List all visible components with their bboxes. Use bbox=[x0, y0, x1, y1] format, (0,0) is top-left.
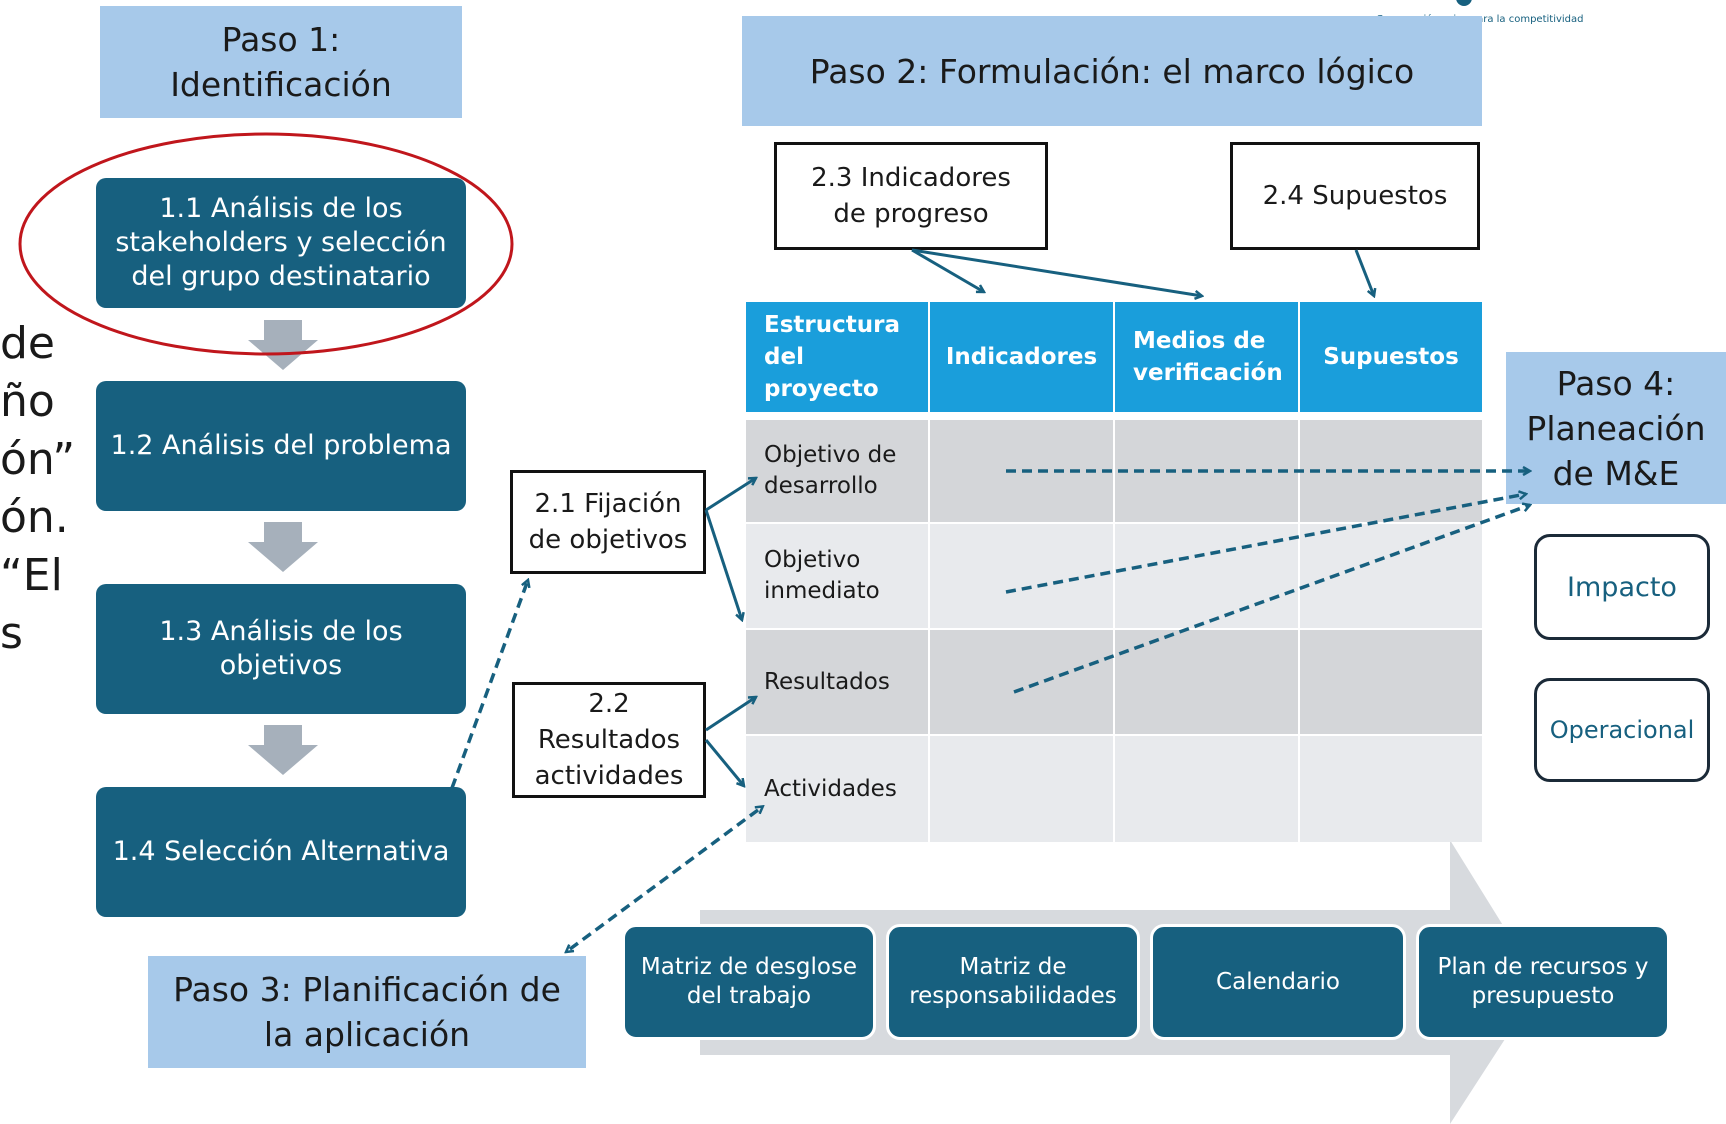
step1-item-objectives: 1.3 Análisis de los objetivos bbox=[96, 584, 466, 714]
matrix-cell bbox=[930, 524, 1113, 628]
matrix-cell bbox=[1300, 524, 1482, 628]
left-fragment: s bbox=[0, 608, 23, 659]
step1-item-alternative: 1.4 Selección Alternativa bbox=[96, 787, 466, 917]
matrix-cell bbox=[1115, 420, 1298, 522]
left-fragment: ón” bbox=[0, 434, 76, 485]
matrix-row-development: Objetivo de desarrollo bbox=[746, 420, 928, 522]
left-fragment: “El bbox=[0, 550, 63, 601]
matrix-row-activities: Actividades bbox=[746, 736, 928, 842]
objectives-setting-box: 2.1 Fijación de objetivos bbox=[510, 470, 706, 574]
matrix-row-immediate: Objetivo inmediato bbox=[746, 524, 928, 628]
calendar-box: Calendario bbox=[1150, 924, 1406, 1040]
resources-budget-box: Plan de recursos y presupuesto bbox=[1416, 924, 1670, 1040]
step1-title: Paso 1: Identificación bbox=[100, 6, 462, 118]
matrix-header-verification: Medios de verificación bbox=[1115, 302, 1298, 412]
step2-title: Paso 2: Formulación: el marco lógico bbox=[742, 16, 1482, 126]
step1-item-stakeholders: 1.1 Análisis de los stakeholders y selec… bbox=[96, 178, 466, 308]
left-fragment: ño bbox=[0, 376, 55, 427]
me-operational-box: Operacional bbox=[1534, 678, 1710, 782]
matrix-cell bbox=[930, 420, 1113, 522]
step4-title: Paso 4: Planeación de M&E bbox=[1506, 352, 1726, 504]
responsibilities-box: Matriz de responsabilidades bbox=[886, 924, 1140, 1040]
matrix-header-assumptions: Supuestos bbox=[1300, 302, 1482, 412]
matrix-cell bbox=[1300, 630, 1482, 734]
matrix-cell bbox=[1115, 736, 1298, 842]
matrix-cell bbox=[1300, 420, 1482, 522]
matrix-cell bbox=[1115, 524, 1298, 628]
work-breakdown-box: Matriz de desglose del trabajo bbox=[622, 924, 876, 1040]
matrix-cell bbox=[930, 736, 1113, 842]
matrix-header-structure: Estructura del proyecto bbox=[746, 302, 928, 412]
indicators-progress-box: 2.3 Indicadores de progreso bbox=[774, 142, 1048, 250]
logo-mark bbox=[1456, 0, 1472, 6]
results-activities-box: 2.2 Resultados actividades bbox=[512, 682, 706, 798]
assumptions-box: 2.4 Supuestos bbox=[1230, 142, 1480, 250]
matrix-cell bbox=[1300, 736, 1482, 842]
matrix-cell bbox=[930, 630, 1113, 734]
logframe-matrix: Estructura del proyecto Indicadores Medi… bbox=[746, 302, 1482, 842]
left-fragment: ón. bbox=[0, 492, 69, 543]
step1-item-problem: 1.2 Análisis del problema bbox=[96, 381, 466, 511]
me-impact-box: Impacto bbox=[1534, 534, 1710, 640]
left-text-fragments: de ño ón” ón. “El s bbox=[0, 315, 80, 675]
step3-title: Paso 3: Planificación de la aplicación bbox=[148, 956, 586, 1068]
matrix-cell bbox=[1115, 630, 1298, 734]
matrix-row-results: Resultados bbox=[746, 630, 928, 734]
matrix-header-indicators: Indicadores bbox=[930, 302, 1113, 412]
